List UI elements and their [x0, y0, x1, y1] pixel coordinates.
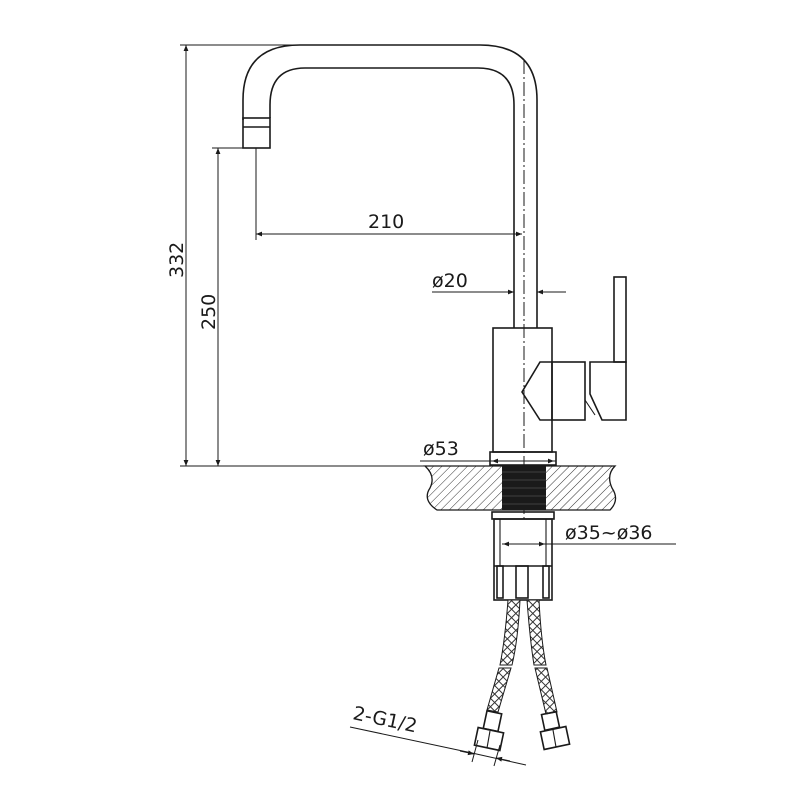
dimension-total-height: 332	[166, 44, 490, 467]
dimension-spout-diameter: ø20	[432, 270, 566, 295]
dimension-base-diameter: ø53	[420, 438, 557, 466]
supply-hoses	[473, 599, 571, 752]
hose-connection-label: 2-G1/2	[351, 702, 419, 737]
spout	[242, 44, 538, 520]
hose-fitting-right	[539, 710, 571, 751]
spout-reach-label: 210	[368, 211, 404, 233]
dimension-hose-connection: 2-G1/2	[349, 702, 527, 767]
total-height-label: 332	[166, 242, 188, 278]
hose-fitting-left	[473, 709, 505, 752]
dimension-spout-reach: 210	[255, 148, 522, 240]
dimension-hole-diameter: ø35~ø36	[502, 522, 676, 547]
mounting-nut	[491, 511, 555, 601]
faucet-body	[492, 276, 627, 453]
base-diameter-label: ø53	[423, 438, 459, 460]
hole-diameter-label: ø35~ø36	[565, 522, 653, 544]
dimension-spout-height: 250	[198, 147, 245, 466]
spout-diameter-label: ø20	[432, 270, 468, 292]
countertop-section	[423, 465, 617, 511]
spout-height-label: 250	[198, 294, 220, 330]
lever-handle	[613, 276, 627, 363]
